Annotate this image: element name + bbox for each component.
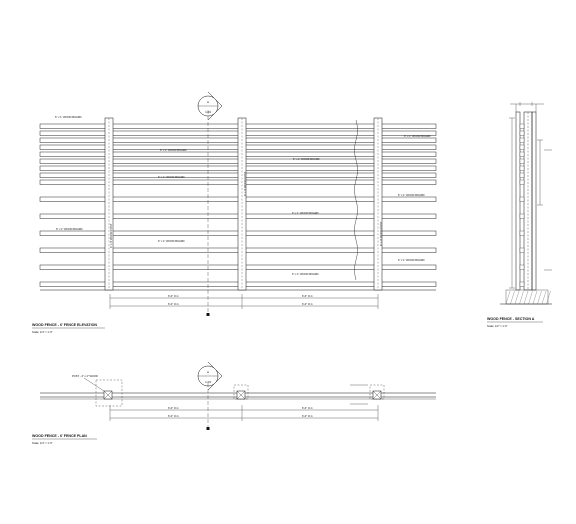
- callout-sheet: 1.03: [205, 110, 211, 114]
- section-slat: [519, 165, 525, 171]
- section-slat: [519, 137, 525, 143]
- board-label: 6" x 1" WOOD BOARD: [404, 134, 431, 138]
- section-slat: [519, 196, 525, 202]
- break-line: [354, 119, 358, 281]
- fence-plan: POST - 4" x 4" WOOD 6'-0" O.C. 6'-0" O.C…: [40, 374, 436, 430]
- plan-title: WOOD FENCE - 6' FENCE PLAN: [32, 434, 87, 438]
- section-slat: [519, 130, 525, 136]
- section-callout-elevation: A 1.03: [197, 91, 223, 121]
- section-slat: [519, 151, 525, 157]
- board-label: 6" x 1" WOOD BOARD: [56, 227, 83, 231]
- hatch-line: [505, 290, 511, 305]
- section-slat: [519, 158, 525, 164]
- board-label: 6" x 1" WOOD BOARD: [398, 258, 425, 262]
- dimension-text: 6'-0" O.C.: [302, 302, 313, 306]
- section-slat: [519, 172, 525, 178]
- hatch-line: [523, 290, 529, 305]
- dimension-text: 6'-0" O.C.: [168, 294, 179, 298]
- board-label: 6" x 1" WOOD BOARD: [55, 115, 82, 119]
- section-slat: [519, 230, 525, 236]
- elevation-scale: Scale: 1/4" = 1'-0": [32, 330, 53, 334]
- section-slat: [519, 213, 525, 219]
- section-cut-marker: [206, 313, 210, 316]
- fence-elevation: 6" x 1" WOOD BOARD 6" x 1" WOOD BOARD 6"…: [39, 110, 437, 316]
- section-callout-plan: A 1.03: [197, 361, 223, 391]
- board-label: 6" x 1" WOOD BOARD: [160, 148, 187, 152]
- section-slat: [519, 123, 525, 129]
- hatch-line: [541, 290, 547, 305]
- fence-section: [500, 102, 552, 305]
- section-slat: [519, 144, 525, 150]
- plan-title-block: WOOD FENCE - 6' FENCE PLAN Scale: 1/4" =…: [32, 434, 97, 445]
- board-label: 6" x 1" WOOD BOARD: [398, 193, 425, 197]
- board-label: 6" x 1" WOOD BOARD: [293, 157, 320, 161]
- callout-sheet: 1.03: [205, 380, 211, 384]
- plan-post-note: POST - 4" x 4" WOOD: [72, 374, 98, 378]
- elevation-title: WOOD FENCE - 6' FENCE ELEVATION: [32, 323, 97, 327]
- section-slat: [519, 247, 525, 253]
- dimension-text: 6'-0" O.C.: [168, 406, 179, 410]
- dimension-text: 6'-0" O.C.: [168, 414, 179, 418]
- hatch-line: [514, 290, 520, 305]
- hatch-line: [528, 290, 533, 305]
- callout-letter: A: [207, 370, 209, 374]
- dimension-text: 6'-0" O.C.: [168, 302, 179, 306]
- board-label: 6" x 1" WOOD BOARD: [292, 211, 319, 215]
- hatch-line: [546, 290, 551, 305]
- section-slat: [519, 281, 525, 287]
- section-slat: [519, 264, 525, 270]
- footing-hatch: [505, 290, 551, 305]
- post-label: 4" x 4" WOOD POST: [109, 223, 113, 248]
- post-label: 4" x 4" WOOD POST: [379, 221, 383, 246]
- elevation-title-block: WOOD FENCE - 6' FENCE ELEVATION Scale: 1…: [32, 323, 105, 334]
- hatch-line: [510, 290, 515, 305]
- board-label: 6" x 1" WOOD BOARD: [292, 272, 319, 276]
- elevation-dimensions: 6'-0" O.C. 6'-0" O.C. 6'-0" O.C. 6'-0" O…: [109, 294, 379, 309]
- plan-scale: Scale: 1/4" = 1'-0": [32, 441, 53, 445]
- board-label: 6" x 1" WOOD BOARD: [158, 239, 185, 243]
- fence-posts: [104, 117, 383, 291]
- callout-letter: A: [207, 100, 209, 104]
- dimension-text: 6'-0" O.C.: [302, 294, 313, 298]
- dimension-text: 6'-0" O.C.: [302, 406, 313, 410]
- board-label: 6" x 1" WOOD BOARD: [158, 175, 185, 179]
- post-label: 4" x 4" WOOD POST: [243, 171, 247, 196]
- section-scale: Scale: 1/2" = 1'-0": [487, 324, 508, 328]
- section-slat: [519, 179, 525, 185]
- dimension-text: 6'-0" O.C.: [302, 414, 313, 418]
- footing: [505, 289, 549, 305]
- hatch-line: [519, 290, 524, 305]
- section-title: WOOD FENCE - SECTION A: [487, 317, 535, 321]
- hatch-line: [537, 290, 542, 305]
- section-title-block: WOOD FENCE - SECTION A Scale: 1/2" = 1'-…: [487, 317, 543, 328]
- section-slats: [519, 123, 525, 287]
- hatch-line: [532, 290, 538, 305]
